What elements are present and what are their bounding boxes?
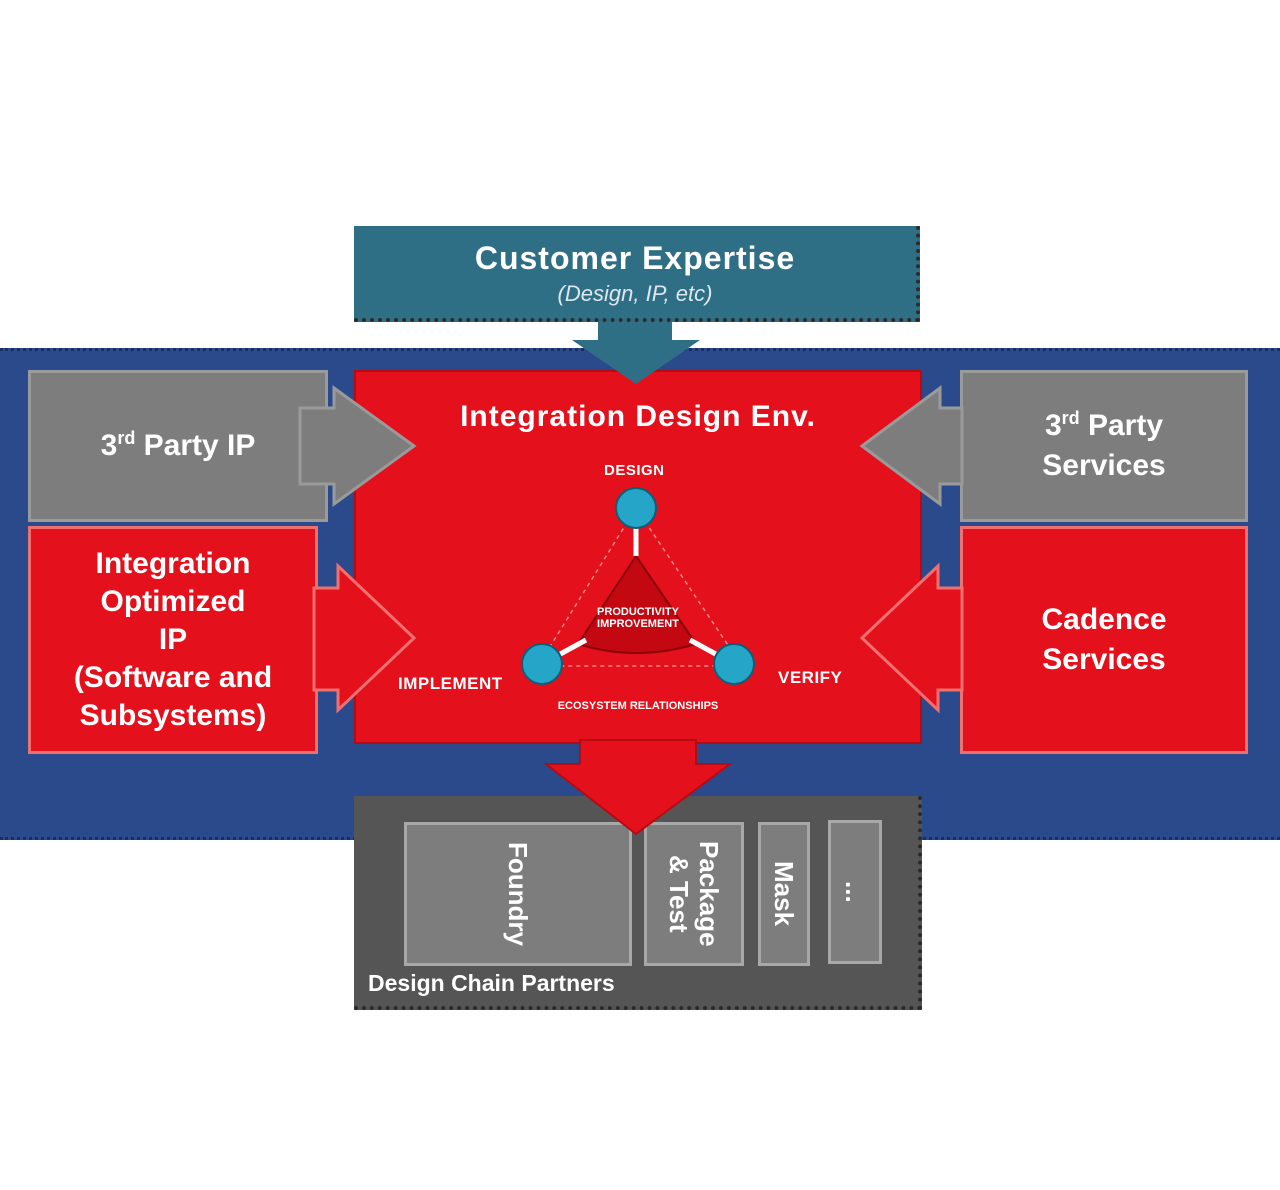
- design-chain-partners-label: Design Chain Partners: [368, 970, 615, 996]
- verify-node-icon: [713, 643, 755, 685]
- more-column: ...: [828, 820, 882, 964]
- mask-label: Mask: [769, 861, 799, 927]
- productivity-improvement-label: PRODUCTIVITY IMPROVEMENT: [597, 606, 679, 630]
- core-triangle: [576, 554, 698, 654]
- third-party-ip-box: 3rd Party IP: [28, 370, 328, 522]
- design-label: DESIGN: [604, 462, 665, 479]
- integration-design-env-title: Integration Design Env.: [460, 400, 816, 433]
- arrow-down-icon: [572, 322, 700, 384]
- cadence-services-label: Cadence Services: [1041, 603, 1167, 676]
- package-test-label: Package & Test: [664, 841, 724, 947]
- third-party-services-box: 3rd Party Services: [960, 370, 1248, 522]
- implement-label: IMPLEMENT: [398, 674, 503, 693]
- foundry-label: Foundry: [503, 842, 533, 946]
- third-party-services-label: 3rd Party Services: [1042, 408, 1166, 482]
- implement-node-icon: [521, 643, 563, 685]
- arrow-icon: [298, 385, 417, 507]
- arrow-icon: [859, 385, 964, 507]
- integration-optimized-ip-label: Integration Optimized IP (Software and S…: [73, 547, 273, 732]
- design-node-icon: [615, 487, 657, 529]
- third-party-ip-label: 3rd Party IP: [100, 428, 256, 462]
- mask-column: Mask: [758, 822, 810, 966]
- design-cycle-graphic: [521, 487, 755, 685]
- more-label: ...: [840, 881, 870, 903]
- arrow-icon: [312, 562, 417, 714]
- customer-expertise-subtitle: (Design, IP, etc): [557, 281, 713, 306]
- arrow-down-icon: [543, 739, 734, 836]
- integration-design-env-box: [354, 370, 922, 744]
- customer-expertise-box: Customer Expertise (Design, IP, etc): [354, 226, 920, 322]
- foundry-column: Foundry: [404, 822, 632, 966]
- customer-expertise-title: Customer Expertise: [474, 240, 796, 276]
- cadence-services-box: Cadence Services: [960, 526, 1248, 754]
- package-test-column: Package & Test: [644, 822, 744, 966]
- ecosystem-relationships-label: ECOSYSTEM RELATIONSHIPS: [557, 700, 719, 712]
- integration-optimized-ip-box: Integration Optimized IP (Software and S…: [28, 526, 318, 754]
- arrow-icon: [859, 562, 964, 714]
- verify-label: VERIFY: [778, 668, 843, 687]
